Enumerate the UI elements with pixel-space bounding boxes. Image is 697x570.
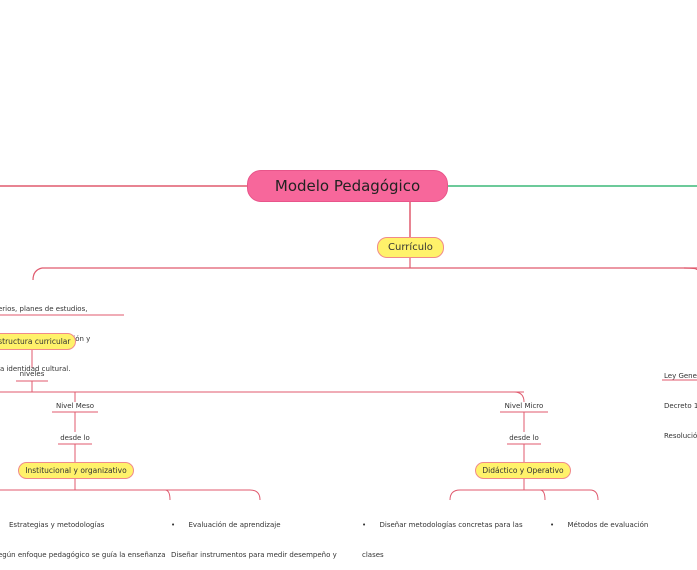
nivel-micro-label[interactable]: Nivel Micro bbox=[504, 402, 544, 410]
right-description-line: Decreto 1 bbox=[664, 402, 697, 410]
evaluacion-title: • Evaluación de aprendizaje bbox=[171, 521, 281, 529]
estrategias-node[interactable]: Estrategias y metodologías egún enfoque … bbox=[0, 500, 166, 570]
micro-connector-label[interactable]: desde lo bbox=[509, 434, 539, 442]
metodos-node[interactable]: • Métodos de evaluación bbox=[550, 500, 648, 540]
evaluacion-detail: Diseñar instrumentos para medir desempeñ… bbox=[171, 551, 337, 559]
didactico-topic[interactable]: Didáctico y Operativo bbox=[475, 462, 571, 479]
disenar-detail: clases bbox=[362, 551, 384, 559]
connector-lines bbox=[0, 185, 697, 501]
disenar-node[interactable]: • Diseñar metodologías concretas para la… bbox=[362, 500, 523, 570]
institucional-topic[interactable]: Institucional y organizativo bbox=[18, 462, 134, 479]
estrategias-detail: egún enfoque pedagógico se guía la enseñ… bbox=[0, 551, 166, 559]
left-description-line: la identidad cultural. bbox=[0, 365, 71, 373]
right-description-line: Ley Gener bbox=[664, 372, 697, 380]
evaluacion-node[interactable]: • Evaluación de aprendizaje Diseñar inst… bbox=[171, 500, 337, 570]
left-description-line: erios, planes de estudios, bbox=[0, 305, 88, 313]
curriculo-topic[interactable]: Currículo bbox=[377, 237, 444, 258]
estructura-curricular-topic[interactable]: Estructura curricular bbox=[0, 333, 76, 350]
central-topic[interactable]: Modelo Pedagógico bbox=[247, 170, 448, 202]
right-description-line: Resolució bbox=[664, 432, 697, 440]
estrategias-title: Estrategias y metodologías bbox=[9, 521, 105, 529]
meso-connector-label[interactable]: desde lo bbox=[60, 434, 90, 442]
metodos-title: • Métodos de evaluación bbox=[550, 521, 649, 529]
niveles-label[interactable]: niveles bbox=[19, 370, 45, 378]
nivel-meso-label[interactable]: Nivel Meso bbox=[55, 402, 95, 410]
disenar-title: • Diseñar metodologías concretas para la… bbox=[362, 521, 523, 529]
right-description: Ley Gener Decreto 1 Resolució bbox=[664, 351, 697, 451]
